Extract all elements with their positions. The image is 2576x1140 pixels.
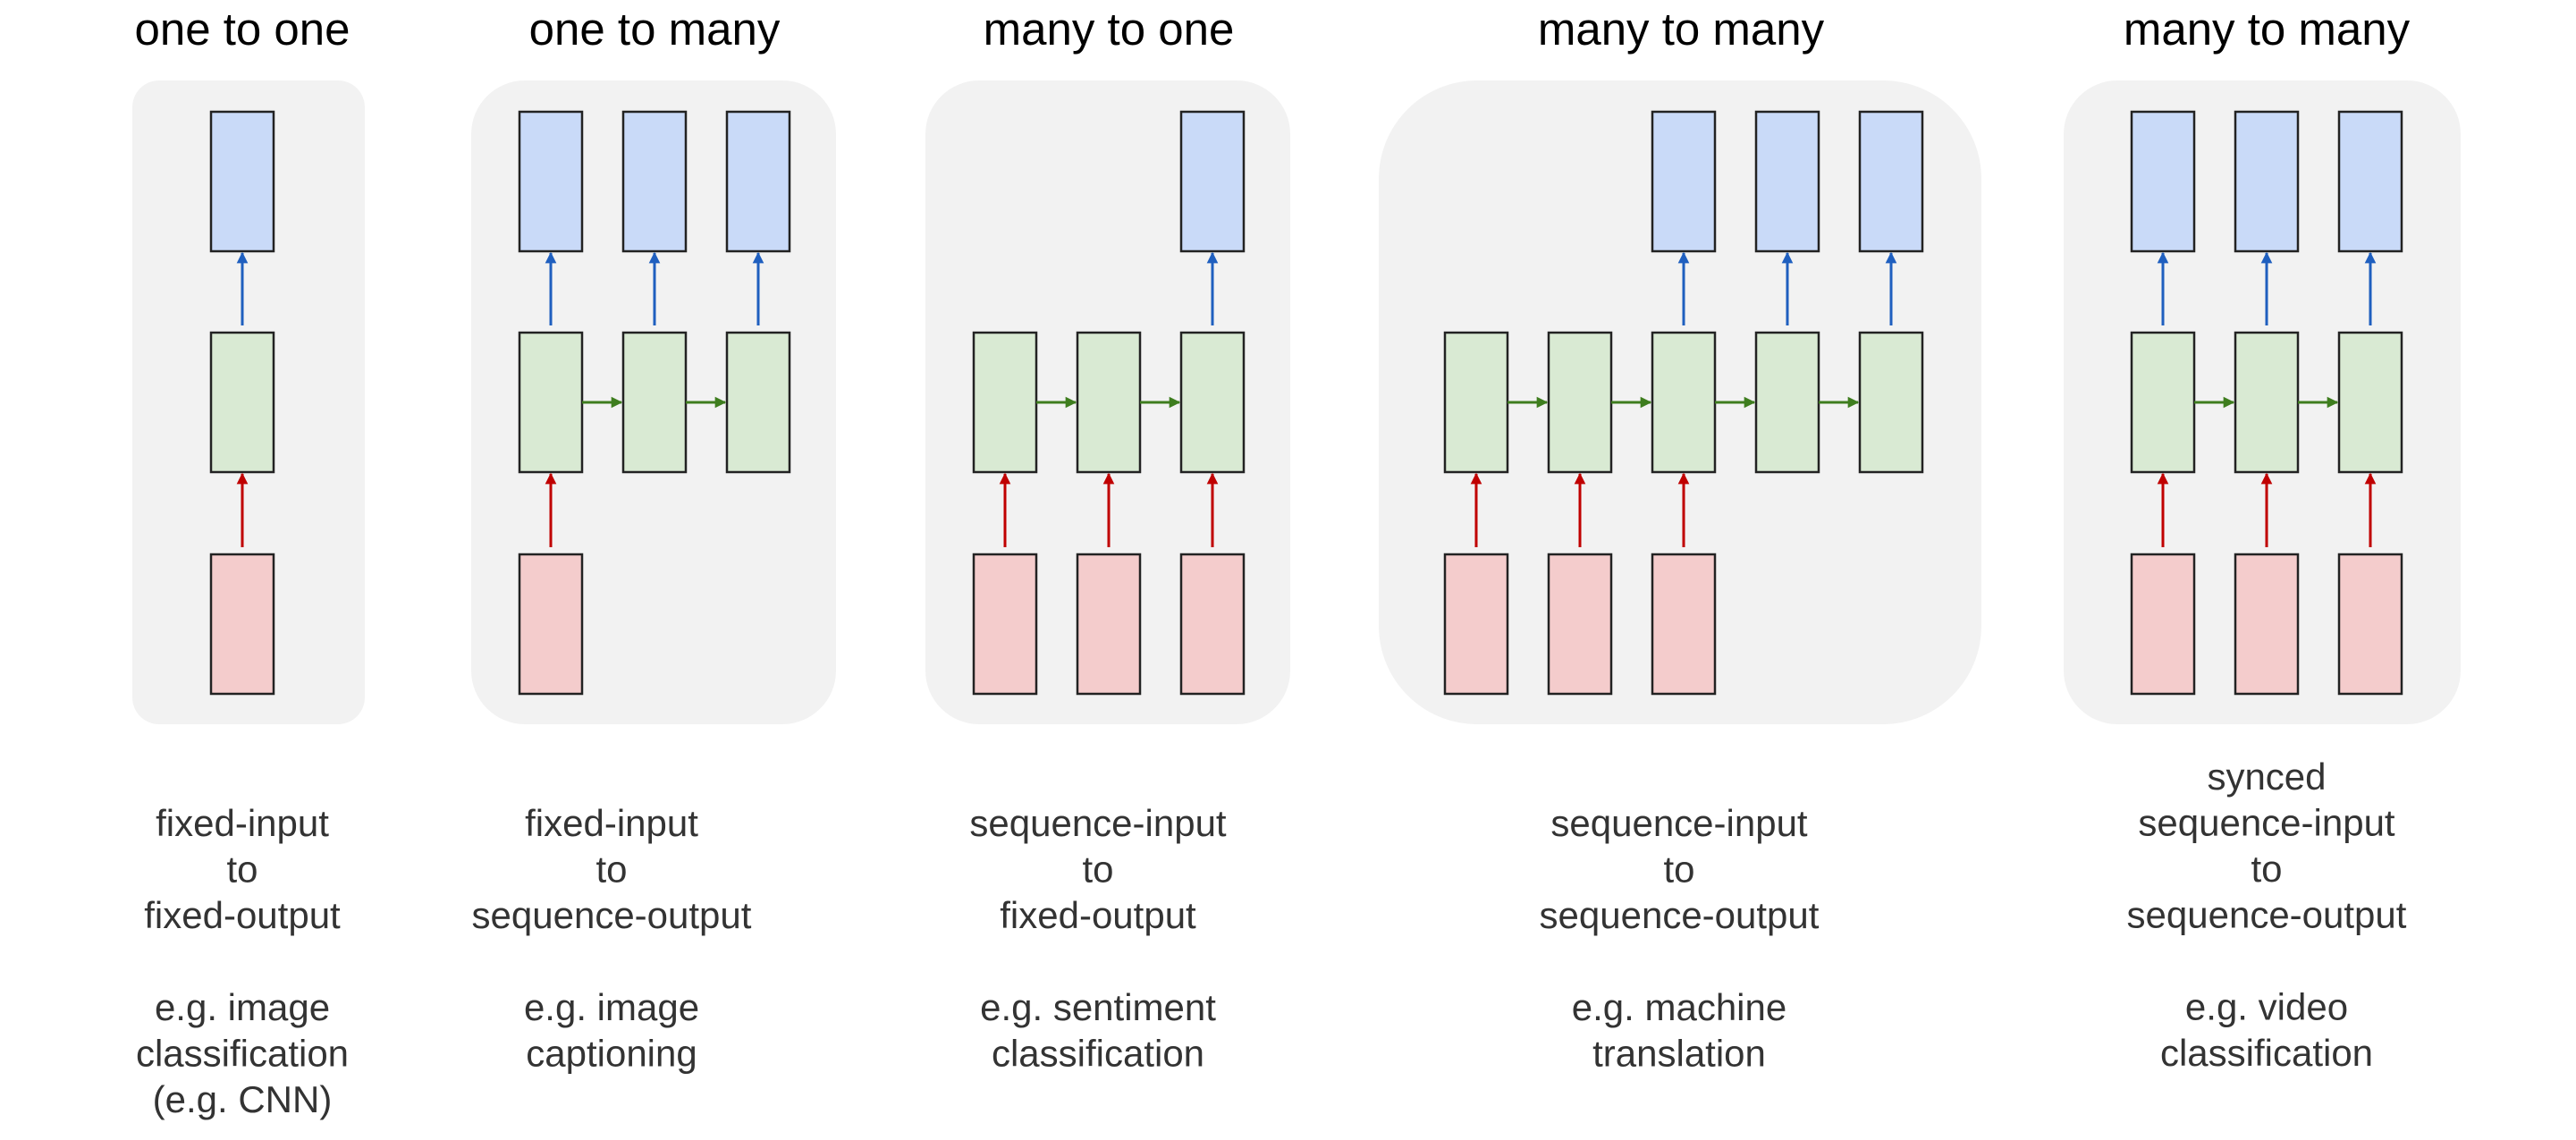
description-line: sequence-output: [2127, 894, 2407, 936]
output-box: [518, 110, 584, 253]
description-line: classification: [992, 1033, 1204, 1075]
hidden-state-box: [1547, 331, 1613, 474]
hidden-state-box: [2337, 331, 2403, 474]
description-line: captioning: [526, 1033, 697, 1075]
input-box: [518, 553, 584, 696]
hidden-state-box: [1651, 331, 1717, 474]
input-box: [1443, 553, 1509, 696]
output-box: [209, 110, 275, 253]
description-line: e.g. image: [155, 986, 330, 1028]
description-line: fixed-input: [525, 802, 698, 844]
hidden-state-box: [725, 331, 791, 474]
description-line: synced: [2207, 756, 2326, 798]
description-line: e.g. machine: [1572, 986, 1786, 1028]
input-box: [1547, 553, 1613, 696]
description-line: to: [2251, 848, 2282, 890]
hidden-state-box: [2234, 331, 2300, 474]
hidden-state-box: [972, 331, 1038, 474]
description-line: e.g. image: [524, 986, 699, 1028]
hidden-state-box: [518, 331, 584, 474]
hidden-state-box: [1076, 331, 1142, 474]
output-box: [2337, 110, 2403, 253]
output-box: [2130, 110, 2196, 253]
description-line: sequence-input: [969, 802, 1227, 844]
input-box: [1179, 553, 1246, 696]
input-box: [972, 553, 1038, 696]
input-box: [2337, 553, 2403, 696]
description-line: fixed-input: [156, 802, 329, 844]
output-box: [1179, 110, 1246, 253]
input-box: [2130, 553, 2196, 696]
output-box: [1754, 110, 1820, 253]
output-box: [725, 110, 791, 253]
panel-title: many to one: [984, 4, 1235, 55]
output-box: [1858, 110, 1924, 253]
output-box: [1651, 110, 1717, 253]
hidden-state-box: [1754, 331, 1820, 474]
hidden-state-box: [1179, 331, 1246, 474]
input-box: [2234, 553, 2300, 696]
panel-title: many to many: [1538, 4, 1825, 55]
input-box: [1651, 553, 1717, 696]
input-box: [1076, 553, 1142, 696]
description-line: e.g. sentiment: [980, 986, 1216, 1028]
hidden-state-box: [1858, 331, 1924, 474]
description-line: sequence-input: [2138, 802, 2395, 844]
description-line: e.g. video: [2185, 986, 2348, 1028]
description-line: to: [1082, 849, 1113, 891]
panel-title: many to many: [2124, 4, 2411, 55]
input-box: [209, 553, 275, 696]
description-line: to: [226, 849, 258, 891]
output-box: [621, 110, 688, 253]
description-line: (e.g. CNN): [153, 1078, 333, 1120]
hidden-state-box: [621, 331, 688, 474]
description-line: classification: [2160, 1032, 2373, 1074]
description-line: classification: [136, 1033, 349, 1075]
hidden-state-box: [209, 331, 275, 474]
description-line: to: [595, 849, 627, 891]
hidden-state-box: [2130, 331, 2196, 474]
output-box: [2234, 110, 2300, 253]
description-line: fixed-output: [1000, 894, 1196, 936]
description-line: to: [1663, 849, 1694, 891]
description-line: sequence-output: [1540, 894, 1820, 936]
description-line: translation: [1592, 1033, 1766, 1075]
description-line: sequence-output: [472, 894, 752, 936]
description-line: fixed-output: [144, 894, 341, 936]
hidden-state-box: [1443, 331, 1509, 474]
panel-title: one to many: [529, 4, 781, 55]
panel-title: one to one: [134, 4, 350, 55]
description-line: sequence-input: [1550, 802, 1808, 844]
